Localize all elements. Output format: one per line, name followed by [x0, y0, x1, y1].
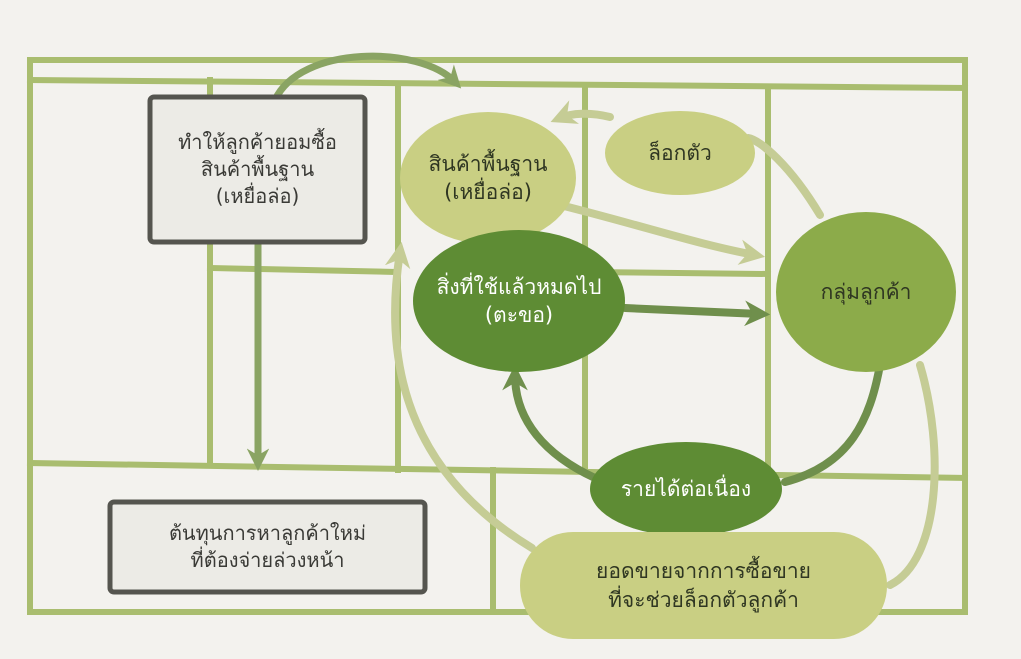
node-customer-group — [776, 212, 956, 372]
node-basic-product-label: สินค้าพื้นฐาน (เหยื่อล่อ) — [428, 151, 548, 204]
arrow-lure-to-basic — [271, 52, 462, 104]
arrow-consumable-to-customer — [621, 300, 771, 327]
node-lock-in-sales — [520, 532, 887, 639]
node-basic-product — [400, 112, 576, 244]
arrow-consumable-to-basic — [384, 241, 536, 552]
box-lure-goal — [147, 94, 368, 245]
arrow-revenue-to-consumable — [502, 364, 599, 482]
arrow-customer-to-sales — [886, 361, 939, 589]
node-lock-in — [605, 111, 755, 195]
node-recurring-revenue — [590, 442, 782, 536]
arrow-customer-to-revenue — [781, 361, 884, 486]
node-lock-in-label: ล็อกตัว — [648, 140, 712, 165]
box-lure-goal-text: ทำให้ลูกค้ายอมซื้อ สินค้าพื้นฐาน (เหยื่อ… — [178, 130, 337, 208]
box-upfront-cost — [107, 499, 428, 595]
node-consumable-label: สิ่งที่ใช้แล้วหมดไป (ตะขอ) — [436, 274, 602, 327]
node-recurring-revenue-label: รายได้ต่อเนื่อง — [620, 476, 752, 501]
arrow-customer-to-lock — [744, 134, 824, 219]
node-customer-group-label: กลุ่มลูกค้า — [820, 279, 912, 304]
node-lock-in-sales-label: ยอดขายจากการซื้อขาย ที่จะช่วยล็อกตัวลูกค… — [596, 559, 811, 612]
arrow-basic-to-customer — [556, 201, 766, 265]
node-consumable — [413, 230, 625, 372]
box-upfront-cost-text: ต้นทุนการหาลูกค้าใหม่ ที่ต้องจ่ายล่วงหน้… — [168, 521, 367, 572]
arrow-lock-to-basic — [550, 100, 614, 124]
